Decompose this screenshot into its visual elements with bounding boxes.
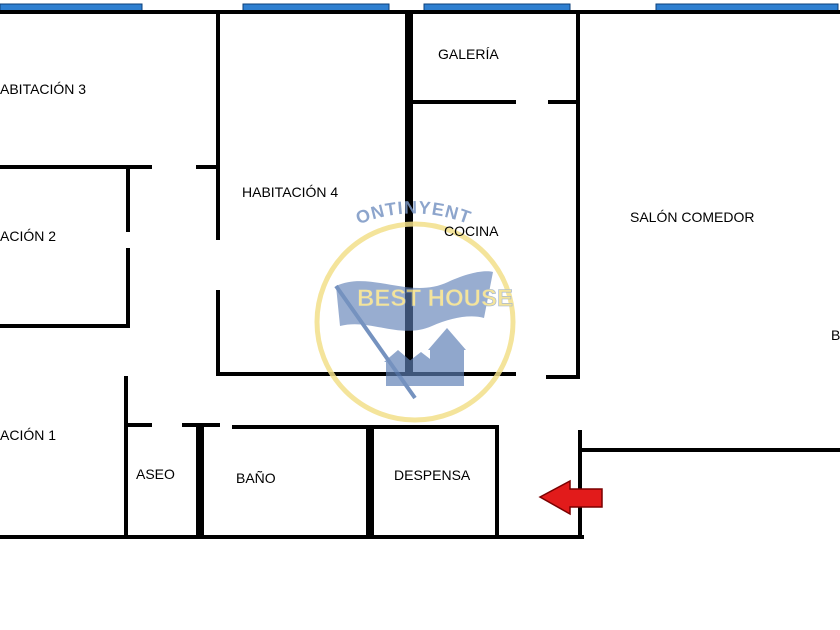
- room-label-edge: B: [831, 327, 840, 343]
- window-4: [655, 3, 839, 12]
- window-1: [0, 3, 143, 12]
- room-label-habitacion-1: ACIÓN 1: [0, 427, 57, 443]
- room-label-bano: BAÑO: [236, 470, 276, 486]
- window-3: [423, 3, 571, 12]
- watermark-flag: [336, 271, 493, 331]
- room-label-aseo: ASEO: [136, 466, 175, 482]
- room-label-salon-comedor: SALÓN COMEDOR: [630, 209, 755, 225]
- room-label-habitacion-2: ACIÓN 2: [0, 228, 57, 244]
- room-label-habitacion-3: ABITACIÓN 3: [0, 81, 87, 97]
- watermark-logo: ONTINYENT BEST HOUSE: [314, 197, 516, 423]
- entrance-arrow-icon: [538, 479, 603, 516]
- room-label-habitacion-4: HABITACIÓN 4: [242, 184, 339, 200]
- room-label-despensa: DESPENSA: [394, 467, 471, 483]
- room-label-galeria: GALERÍA: [438, 46, 499, 62]
- watermark-houses: [384, 328, 466, 386]
- room-label-cocina: COCINA: [444, 223, 499, 239]
- watermark-ring: [314, 221, 516, 423]
- watermark-banner-text: BEST HOUSE: [357, 285, 513, 312]
- windows: [0, 3, 839, 12]
- window-2: [242, 3, 390, 12]
